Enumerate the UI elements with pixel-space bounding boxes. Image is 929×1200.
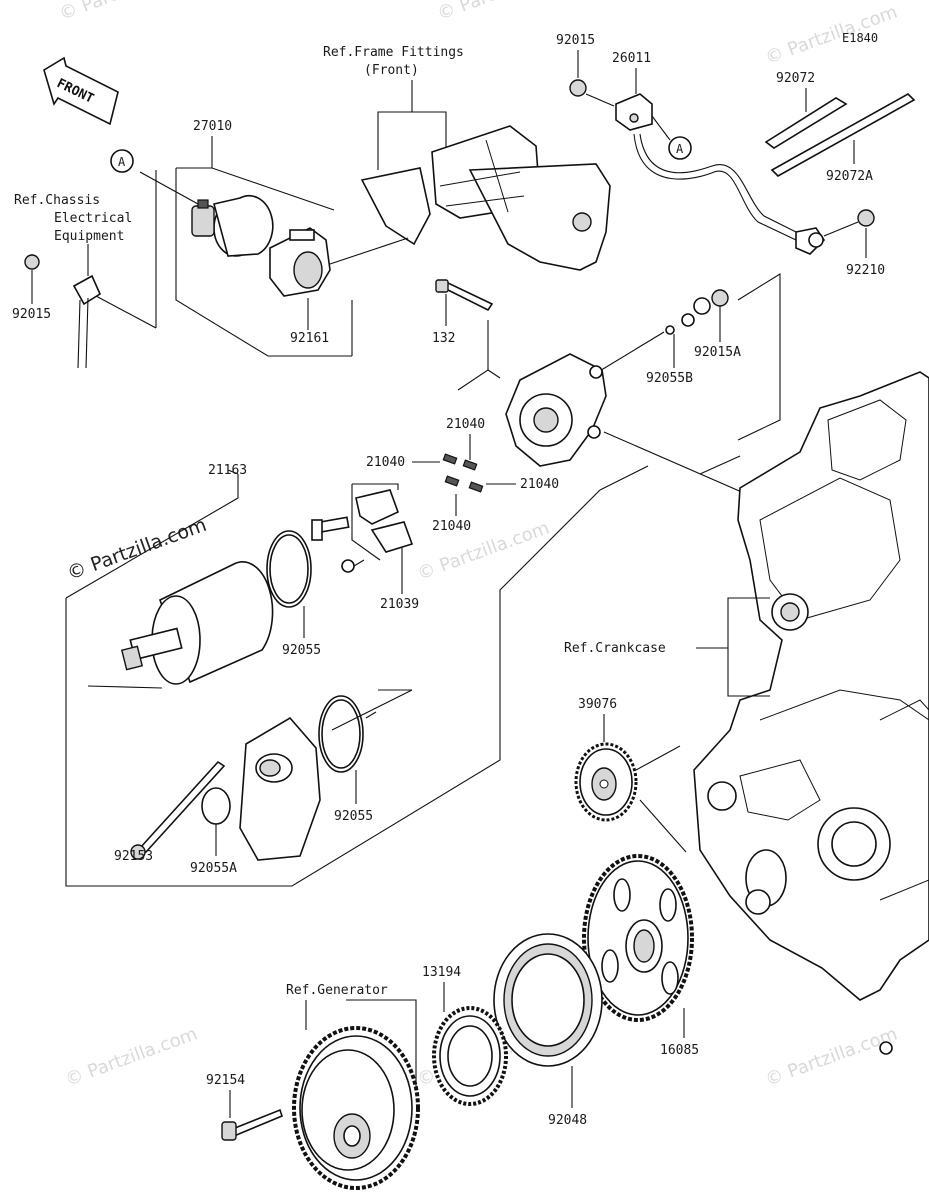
ref-chassis-label-2: Electrical — [54, 211, 132, 226]
part-number-26011: 26011 — [612, 51, 651, 66]
clutch-housing: 92048 — [493, 933, 603, 1128]
ref-chassis-electrical: Ref.Chassis Electrical Equipment 92015 — [12, 170, 157, 369]
callout-a-right: A — [676, 142, 684, 156]
mount-bolts: 132 92015A 92055B — [432, 279, 741, 386]
front-arrow-icon: FRONT — [43, 56, 119, 126]
part-number-13194: 13194 — [422, 965, 461, 980]
part-number-92210: 92210 — [846, 263, 885, 278]
part-number-92153: 92153 — [114, 849, 153, 864]
crankcase: Ref.Crankcase — [564, 371, 929, 1055]
part-number-21040-c: 21040 — [520, 477, 559, 492]
part-number-92048: 92048 — [548, 1113, 587, 1128]
part-number-92161: 92161 — [290, 331, 329, 346]
ref-chassis-label-1: Ref.Chassis — [14, 193, 100, 208]
watermark: © Partzilla.com — [435, 0, 573, 25]
part-number-92055b: 92055B — [646, 371, 693, 386]
part-number-92015-top: 92015 — [556, 33, 595, 48]
part-number-132: 132 — [432, 331, 455, 346]
callout-a-left: A — [118, 155, 126, 169]
part-number-16085: 16085 — [660, 1043, 699, 1058]
starter-relay: A 27010 — [110, 119, 274, 257]
watermark: © Partzilla.com — [763, 1, 901, 68]
starter-motor: 21163 92055 — [120, 463, 321, 685]
starter-cable: 92015 26011 A 92072 92072A 92210 — [556, 33, 916, 278]
part-number-92055-a: 92055 — [282, 643, 321, 658]
ref-generator-label: Ref.Generator — [286, 983, 388, 998]
part-number-21163: 21163 — [208, 463, 247, 478]
starter-front-cover: 92055 92153 92055A — [114, 695, 377, 876]
starter-clutch-gear: 16085 — [582, 854, 699, 1058]
watermark: © Partzilla.com — [763, 1023, 901, 1090]
part-number-92015a: 92015A — [694, 345, 741, 360]
ref-chassis-label-3: Equipment — [54, 229, 124, 244]
starter-end-cover — [505, 353, 761, 501]
part-number-92055a: 92055A — [190, 861, 237, 876]
part-number-92015-left: 92015 — [12, 307, 51, 322]
generator-rotor: Ref.Generator 92154 — [206, 983, 420, 1190]
part-number-92154: 92154 — [206, 1073, 245, 1088]
part-number-92072: 92072 — [776, 71, 815, 86]
ref-frame-fittings: Ref.Frame Fittings (Front) — [323, 45, 611, 271]
watermark: © Partzilla.com — [57, 0, 195, 25]
part-number-21040-b: 21040 — [366, 455, 405, 470]
copyright-text: © Partzilla.com — [64, 514, 209, 585]
ref-crankcase-label: Ref.Crankcase — [564, 641, 666, 656]
part-number-92055-b: 92055 — [334, 809, 373, 824]
part-number-27010: 27010 — [193, 119, 232, 134]
diagram-code: E1840 — [842, 31, 878, 45]
ref-frame-fittings-label: Ref.Frame Fittings — [323, 45, 464, 60]
one-way-clutch: 13194 — [422, 965, 508, 1106]
idle-gear: 39076 — [574, 697, 687, 853]
part-number-21040-d: 21040 — [432, 519, 471, 534]
part-number-21040-a: 21040 — [446, 417, 485, 432]
part-number-92072a: 92072A — [826, 169, 873, 184]
group-outlines — [65, 167, 781, 887]
ref-frame-fittings-sublabel: (Front) — [364, 63, 419, 78]
watermark: © Partzilla.com — [63, 1023, 201, 1090]
brush-assembly: 21040 21040 21040 21040 21039 — [311, 417, 559, 612]
relay-cover: 92161 — [269, 227, 409, 346]
part-number-21039: 21039 — [380, 597, 419, 612]
part-number-39076: 39076 — [578, 697, 617, 712]
